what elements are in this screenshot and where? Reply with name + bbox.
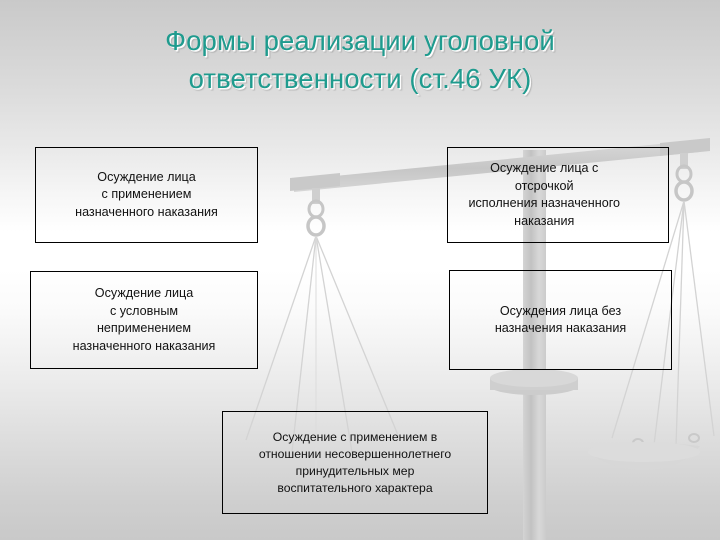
form-box-text: Осуждение лица с отсрочкой исполнения на… bbox=[468, 161, 621, 228]
form-box-text: Осуждения лица без назначения наказания bbox=[494, 303, 627, 336]
form-box-sentencing-with-punishment: Осуждение лица с применением назначенног… bbox=[35, 147, 258, 243]
form-box-conditional-non-application: Осуждение лица с условным неприменением … bbox=[30, 271, 258, 369]
page-title: Формы реализации уголовной ответственнос… bbox=[165, 25, 555, 94]
form-box-text: Осуждение лица с применением назначенног… bbox=[75, 169, 218, 219]
form-box-without-punishment: Осуждения лица без назначения наказания bbox=[449, 270, 672, 370]
scales-right-pan bbox=[588, 433, 700, 471]
form-box-text: Осуждение лица с условным неприменением … bbox=[72, 286, 216, 353]
form-box-minor-educational-measures: Осуждение с применением в отношении несо… bbox=[222, 411, 488, 514]
form-box-text: Осуждение с применением в отношении несо… bbox=[258, 429, 452, 495]
form-box-deferred-execution: Осуждение лица с отсрочкой исполнения на… bbox=[447, 147, 669, 243]
